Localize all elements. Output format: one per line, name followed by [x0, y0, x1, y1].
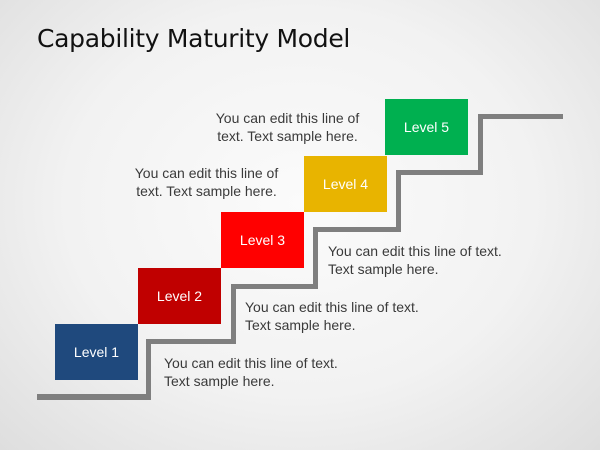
stair-segment	[478, 114, 483, 175]
level-3-label: Level 3	[239, 232, 286, 248]
level-1-box: Level 1	[55, 324, 138, 380]
description-line: You can edit this line of	[134, 165, 279, 181]
description-line: You can edit this line of	[215, 110, 360, 126]
description-line: Text sample here.	[245, 317, 356, 333]
level-2-label: Level 2	[156, 288, 203, 304]
level-5-box: Level 5	[385, 99, 468, 155]
level-3-description: You can edit this line of text. Text sam…	[328, 242, 502, 278]
stair-segment	[313, 227, 318, 289]
level-4-description: You can edit this line of text. Text sam…	[124, 164, 289, 200]
stair-segment	[478, 114, 563, 119]
stair-segment	[231, 284, 236, 344]
level-1-description: You can edit this line of text. Text sam…	[164, 354, 338, 390]
stair-segment	[146, 339, 151, 400]
stair-segment	[146, 339, 236, 344]
description-line: Text sample here.	[164, 373, 275, 389]
stair-segment	[396, 170, 482, 175]
level-2-description: You can edit this line of text. Text sam…	[245, 298, 419, 334]
stair-segment	[396, 170, 401, 232]
level-4-box: Level 4	[304, 156, 387, 212]
level-1-label: Level 1	[73, 344, 120, 360]
level-5-description: You can edit this line of text. Text sam…	[205, 109, 370, 145]
level-3-box: Level 3	[221, 212, 304, 268]
description-line: text. Text sample here.	[217, 128, 358, 144]
level-4-label: Level 4	[322, 176, 369, 192]
stair-segment	[231, 284, 317, 289]
level-2-box: Level 2	[138, 268, 221, 324]
stair-segment	[37, 394, 150, 400]
description-line: Text sample here.	[328, 261, 439, 277]
description-line: You can edit this line of text.	[328, 243, 502, 259]
description-line: You can edit this line of text.	[164, 355, 338, 371]
level-5-label: Level 5	[403, 119, 450, 135]
description-line: text. Text sample here.	[136, 183, 277, 199]
stair-segment	[313, 227, 400, 232]
slide-title: Capability Maturity Model	[37, 24, 351, 53]
description-line: You can edit this line of text.	[245, 299, 419, 315]
